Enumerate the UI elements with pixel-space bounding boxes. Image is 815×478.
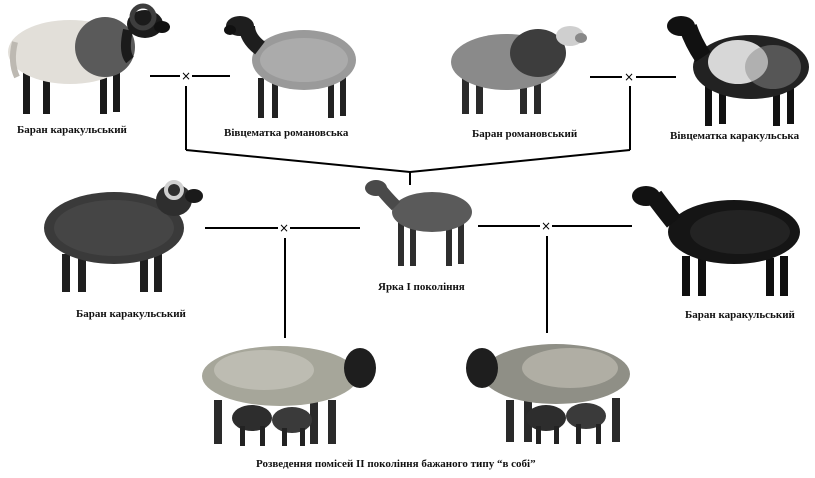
sheep-ram-romanov-image [448,18,588,118]
label-ram-romanov: Баран романовський [472,128,577,140]
sheep-group-right-image [466,338,632,446]
cross-symbol-top-right: × [624,70,634,84]
cross-symbol-middle-left: × [279,221,289,235]
sheep-ram-karakul-right-image [630,182,802,300]
label-ram-karakul-top: Баран каракульський [17,124,127,136]
sheep-group-left-image [200,340,378,448]
label-ewe-romanov: Вівцематка романовська [224,127,348,139]
sheep-ewe-karakul-image [663,12,811,130]
cross-symbol-top-left: × [181,69,191,83]
sheep-yarka-lamb-image [362,176,474,270]
bottom-caption: Розведення помісей II покоління бажаного… [256,458,536,470]
cross-symbol-middle-right: × [541,219,551,233]
label-ram-karakul-left: Баран каракульський [76,308,186,320]
sheep-ewe-romanov-image [222,8,357,120]
label-ram-karakul-right: Баран каракульський [685,309,795,321]
sheep-ram-karakul-left-image [42,176,210,296]
label-ewe-karakul: Вівцематка каракульська [670,130,799,142]
label-yarka: Ярка I покоління [378,281,465,293]
sheep-ram-karakul-top-image [5,2,170,120]
